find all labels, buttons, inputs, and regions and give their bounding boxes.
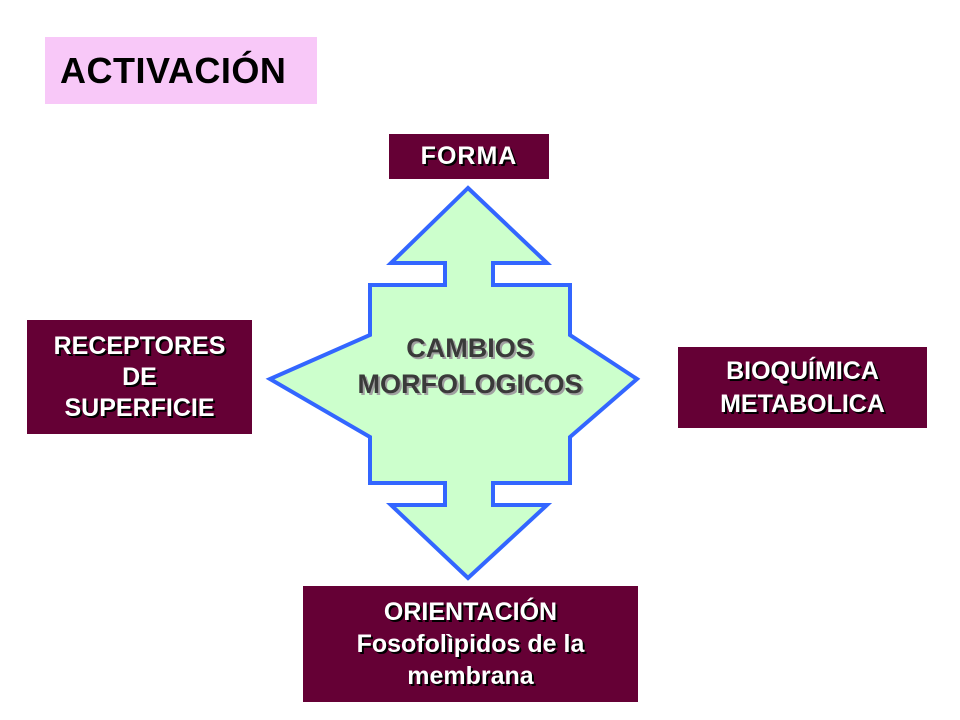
box-bioquimica-line2: METABOLICA bbox=[720, 389, 885, 418]
slide-title: ACTIVACIÓN bbox=[60, 49, 287, 91]
box-bioquimica-line1: BIOQUÍMICA bbox=[726, 356, 879, 385]
title-box: ACTIVACIÓN bbox=[45, 37, 317, 104]
box-bioquimica: BIOQUÍMICA METABOLICA bbox=[678, 347, 927, 428]
box-forma-label: FORMA bbox=[420, 142, 518, 170]
box-forma: FORMA bbox=[389, 134, 549, 179]
box-receptores: RECEPTORES DE SUPERFICIE bbox=[27, 320, 252, 434]
four-way-arrow-shape bbox=[265, 185, 641, 581]
box-orientacion-line1: ORIENTACIÓN bbox=[383, 598, 558, 626]
box-receptores-line1: RECEPTORES bbox=[53, 331, 226, 360]
center-label: CAMBIOS MORFOLOGICOS bbox=[330, 330, 610, 402]
box-receptores-line3: SUPERFICIE bbox=[64, 393, 215, 422]
center-label-line1: CAMBIOS bbox=[406, 333, 534, 363]
box-receptores-line2: DE bbox=[122, 362, 157, 391]
box-orientacion-line3: membrana bbox=[407, 662, 534, 690]
box-orientacion-line2: Fosofolìpidos de la bbox=[356, 630, 585, 658]
center-label-line2: MORFOLOGICOS bbox=[357, 369, 583, 399]
box-orientacion: ORIENTACIÓN Fosofolìpidos de la membrana bbox=[303, 586, 638, 702]
